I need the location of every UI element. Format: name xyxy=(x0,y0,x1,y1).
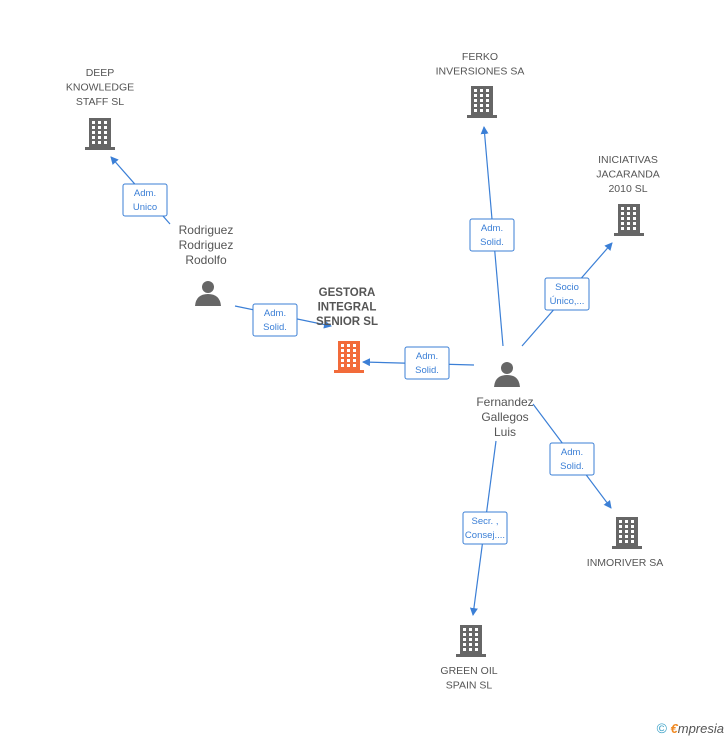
edge-label-line: Socio xyxy=(555,282,579,293)
brand-logo: €mpresia xyxy=(670,721,724,736)
node-label-line: JACARANDA xyxy=(596,169,660,181)
copyright-icon: © xyxy=(656,720,667,736)
edge-fernandez-to-inmoriver: Adm. Solid. xyxy=(532,403,612,509)
edge-label-box[interactable]: Adm. Solid. xyxy=(252,303,298,337)
building-icon xyxy=(614,204,644,236)
building-icon xyxy=(456,625,486,657)
node-label-line: DEEP xyxy=(86,67,115,79)
edge-label-box[interactable]: Adm. Unico xyxy=(122,183,168,217)
node-label-line: FERKO xyxy=(462,51,498,63)
edge-label-box[interactable]: Secr. , Consej.... xyxy=(462,511,508,545)
person-icon xyxy=(195,281,221,306)
edge-label-box[interactable]: Adm. Solid. xyxy=(469,218,515,252)
edge-label-line: Secr. , xyxy=(472,516,499,527)
footer-brand: © €mpresia xyxy=(657,720,724,736)
node-label-line: Gallegos xyxy=(481,410,528,424)
nodes-layer: GESTORA INTEGRAL SENIOR SL DEEP KNOWLEDGE STA… xyxy=(66,51,663,692)
edge-label-line: Solid. xyxy=(415,365,439,376)
edge-label-line: Solid. xyxy=(480,237,504,248)
node-label-line: SENIOR SL xyxy=(316,316,378,328)
edge-label-line: Adm. xyxy=(264,308,286,319)
edge-label-line: Consej.... xyxy=(465,530,505,541)
node-label-line: Luis xyxy=(494,425,516,439)
edge-label-line: Adm. xyxy=(416,351,438,362)
company-node-ferko[interactable]: FERKO INVERSIONES SA xyxy=(436,51,525,118)
node-label-line: Fernandez xyxy=(476,395,533,409)
edge-label-line: Solid. xyxy=(263,322,287,333)
node-label-line: GREEN OIL xyxy=(440,665,497,677)
building-icon xyxy=(467,86,497,118)
edges-layer: Adm.UnicoAdm.Solid.Adm.Solid.Adm.Solid.S… xyxy=(110,126,613,616)
node-label-line: STAFF SL xyxy=(76,96,124,108)
node-label-line: INTEGRAL xyxy=(318,302,377,314)
edge-fernandez-to-iniciativas: SocioÚnico,... xyxy=(521,242,613,347)
edge-rodriguez-to-deep: Adm. Unico xyxy=(110,156,171,225)
edge-label-line: Adm. xyxy=(134,188,156,199)
company-node-iniciativas[interactable]: INICIATIVAS JACARANDA 2010 SL xyxy=(596,154,660,236)
company-node-gestora[interactable]: GESTORA INTEGRAL SENIOR SL xyxy=(316,287,378,373)
node-label-line: KNOWLEDGE xyxy=(66,82,134,94)
building-icon xyxy=(612,517,642,549)
node-label-line: Rodriguez xyxy=(179,238,234,252)
edge-rodriguez-to-gestora: Adm. Solid. xyxy=(234,303,332,337)
edge-label-line: Unico xyxy=(133,202,157,213)
node-label-line: Rodriguez xyxy=(179,223,234,237)
edge-label-box[interactable]: Adm. Solid. xyxy=(404,346,450,380)
node-label-line: 2010 SL xyxy=(608,183,647,195)
building-icon xyxy=(334,341,364,373)
node-label-line: Rodolfo xyxy=(185,253,227,267)
company-node-inmoriver[interactable]: INMORIVER SA xyxy=(587,517,663,569)
node-label-line: INICIATIVAS xyxy=(598,154,658,166)
edge-label-box[interactable]: Adm. Solid. xyxy=(549,442,595,476)
edge-fernandez-to-gestora: Adm. Solid. xyxy=(362,346,475,380)
edge-fernandez-to-ferko: Adm. Solid. xyxy=(469,126,515,347)
edge-label-line: Adm. xyxy=(561,447,583,458)
edge-label-line: Único,... xyxy=(550,296,585,307)
node-label-line: GESTORA xyxy=(319,287,376,299)
company-node-deep[interactable]: DEEP KNOWLEDGE STAFF SL xyxy=(66,67,134,150)
node-label-line: INMORIVER SA xyxy=(587,557,663,569)
node-label-line: SPAIN SL xyxy=(446,680,493,692)
edge-label-line: Adm. xyxy=(481,223,503,234)
node-label-line: INVERSIONES SA xyxy=(436,66,525,78)
edge-label-line: Solid. xyxy=(560,461,584,472)
building-icon xyxy=(85,118,115,150)
edge-fernandez-to-greenoil: Secr. , Consej.... xyxy=(462,440,508,616)
edge-label-box[interactable]: SocioÚnico,... xyxy=(544,277,590,311)
person-icon xyxy=(494,362,520,387)
company-node-greenoil[interactable]: GREEN OIL SPAIN SL xyxy=(440,625,498,692)
